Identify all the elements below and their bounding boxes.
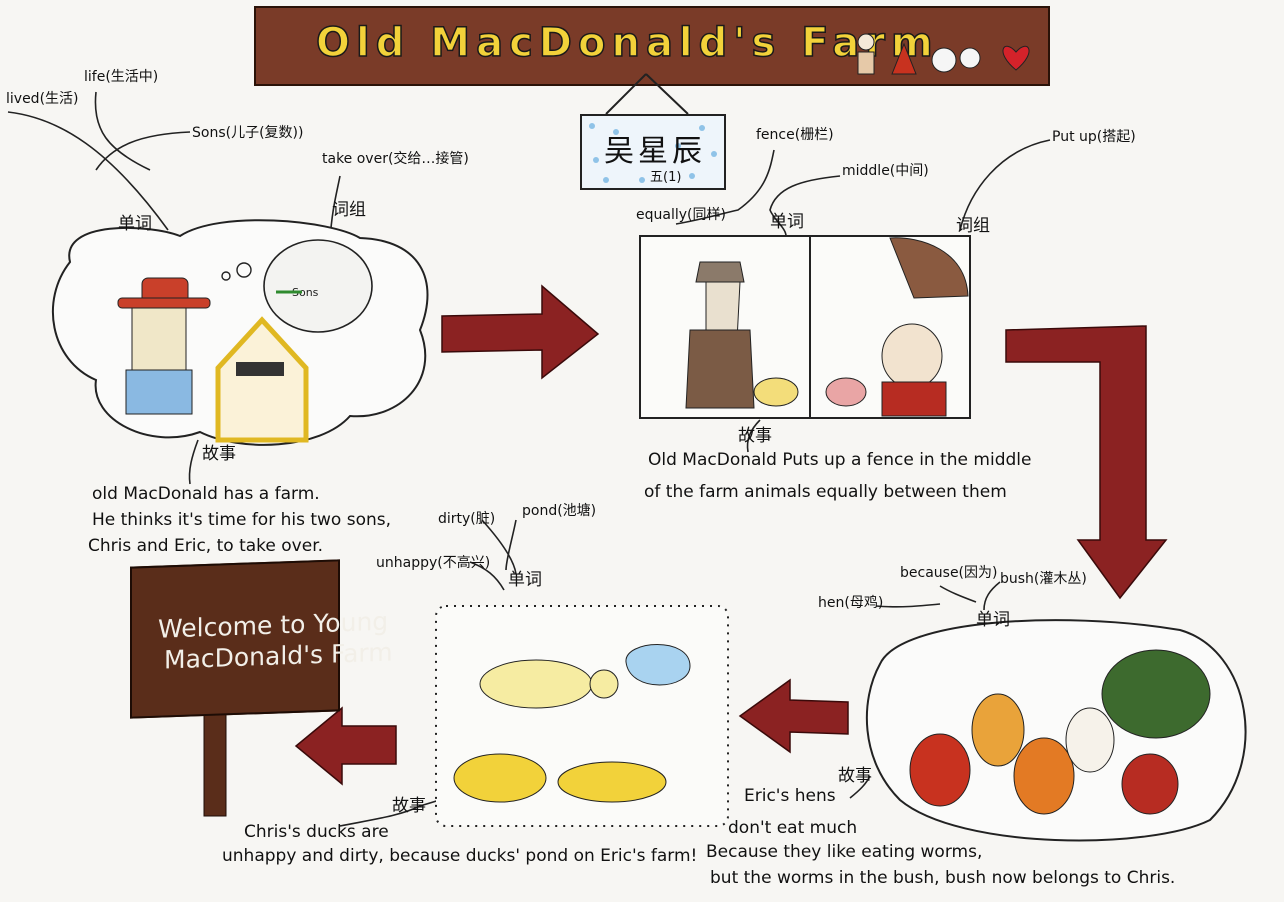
sign-post: [203, 699, 227, 817]
page-title: Old MacDonald's Farm: [315, 19, 939, 67]
ducks-drawing: [453, 644, 691, 803]
story2-line2: of the farm animals equally between them: [644, 482, 1007, 502]
story3-line1: Eric's hens: [744, 786, 836, 806]
story2-line1: Old MacDonald Puts up a fence in the mid…: [648, 450, 1032, 470]
label-phrases-1: 词组: [332, 200, 366, 220]
thought-label: Sons: [292, 286, 319, 299]
word-dirty: dirty(脏): [438, 511, 496, 527]
word-middle: middle(中间): [842, 163, 929, 179]
story4-line2: unhappy and dirty, because ducks' pond o…: [222, 846, 698, 866]
farmer-figure-3: [825, 237, 969, 417]
word-life: life(生活中): [84, 69, 159, 85]
polka-dots-icon: [589, 123, 717, 183]
label-story-4: 故事: [392, 796, 426, 816]
label-words-2: 单词: [770, 212, 804, 232]
story1-line3: Chris and Eric, to take over.: [88, 536, 324, 556]
label-phrases-2: 词组: [956, 216, 990, 236]
story1-line1: old MacDonald has a farm.: [92, 484, 320, 504]
arrow-down-2: [1005, 325, 1168, 600]
student-class: 五(1): [650, 170, 682, 185]
barn-drawing: [215, 316, 309, 443]
label-story-1: 故事: [202, 444, 236, 464]
story4-line1: Chris's ducks are: [244, 822, 389, 842]
hens-drawing: [909, 693, 1179, 815]
label-words-4: 单词: [508, 570, 542, 590]
word-equally: equally(同样): [636, 207, 726, 223]
student-name: 吴星辰: [604, 134, 706, 169]
bush-drawing: [1101, 649, 1211, 739]
arrow-left-4: [294, 706, 397, 786]
story3-line4: but the worms in the bush, bush now belo…: [710, 868, 1176, 888]
section2-connectors: [675, 139, 1051, 453]
arrow-right-1: [441, 284, 600, 380]
word-lived: lived(生活): [6, 91, 79, 107]
word-unhappy: unhappy(不高兴): [376, 555, 491, 571]
story3-line3: Because they like eating worms,: [706, 842, 983, 862]
story1-line2: He thinks it's time for his two sons,: [92, 510, 392, 530]
phrase-take-over: take over(交给…接管): [322, 151, 469, 167]
label-story-2: 故事: [738, 426, 772, 446]
word-pond: pond(池塘): [522, 503, 597, 519]
phrase-put-up: Put up(搭起): [1052, 129, 1136, 145]
label-words-1: 单词: [118, 214, 152, 234]
word-sons: Sons(儿子(复数)): [192, 125, 304, 141]
farmer-figure-1: [117, 277, 211, 415]
title-banner: Old MacDonald's Farm: [254, 6, 1050, 86]
farm-animals-icon: [857, 33, 1030, 75]
welcome-sign: Welcome to Young MacDonald's Farm: [130, 559, 393, 719]
word-fence: fence(栅栏): [756, 127, 834, 143]
thought-bubble-small: [263, 239, 373, 333]
label-words-3: 单词: [976, 610, 1010, 630]
name-plate: 吴星辰 五(1): [580, 114, 726, 190]
sign-text: Welcome to Young MacDonald's Farm: [158, 605, 393, 676]
label-story-3: 故事: [838, 766, 872, 786]
section3-connectors: [849, 581, 1001, 799]
word-hen: hen(母鸡): [818, 595, 884, 611]
arrow-left-3: [738, 678, 849, 754]
farmer-figure-2: [685, 261, 799, 409]
story3-line2: don't eat much: [728, 818, 858, 838]
word-bush: bush(灌木丛): [1000, 571, 1087, 587]
word-because: because(因为): [900, 565, 998, 581]
